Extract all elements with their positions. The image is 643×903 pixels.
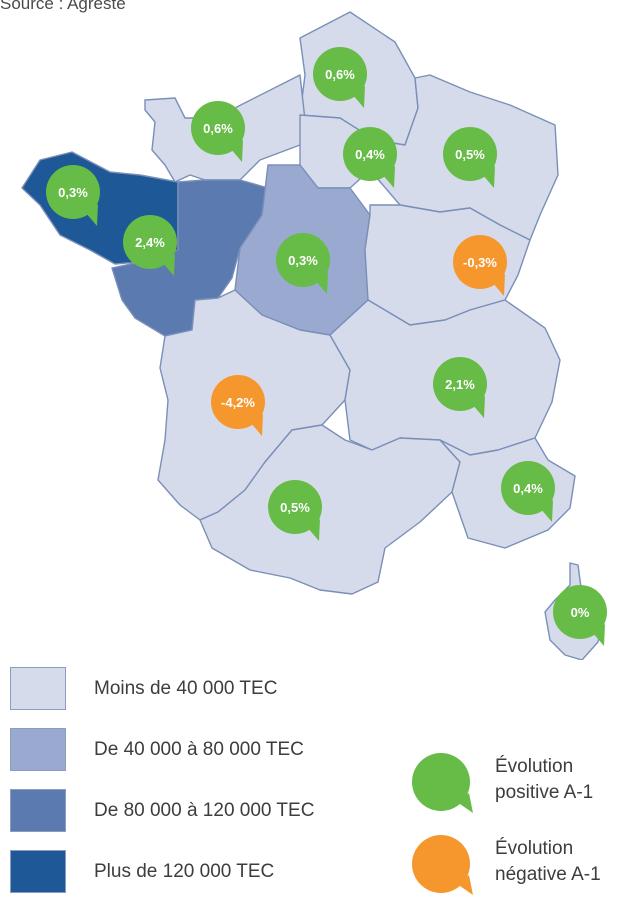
evolution-label-ile-de-france: 0,4% (355, 147, 385, 162)
evolution-label-occitanie: 0,5% (280, 500, 310, 515)
legend-positive-line2: positive A-1 (495, 782, 594, 803)
evolution-bubble-nouvelle-aquitaine: -4,2% (211, 375, 265, 436)
legend-item-tier4: Plus de 120 000 TEC (10, 850, 274, 893)
evolution-label-provence-alpes-cote-d-azur: 0,4% (513, 481, 543, 496)
evolution-bubble-centre-val-de-loire: 0,3% (276, 233, 330, 294)
evolution-label-bretagne: 0,3% (58, 185, 88, 200)
legend-label-tier3: De 80 000 à 120 000 TEC (94, 799, 315, 821)
legend-label-tier4: Plus de 120 000 TEC (94, 860, 275, 882)
legend-positive-text: Évolution positive A-1 (495, 754, 593, 806)
evolution-label-nouvelle-aquitaine: -4,2% (221, 395, 255, 410)
legend-positive-line1: Évolution (495, 756, 574, 777)
legend-item-tier2: De 40 000 à 80 000 TEC (10, 728, 304, 771)
speech-bubble-green-icon (412, 753, 473, 813)
evolution-label-corse: 0% (571, 605, 590, 620)
legend-swatch-tier1 (10, 667, 66, 710)
evolution-bubble-auvergne-rhone-alpes: 2,1% (433, 357, 487, 418)
legend-swatch-tier2 (10, 728, 66, 771)
evolution-bubble-bourgogne-franche-comte: -0,3% (453, 235, 507, 296)
legend-negative-text: Évolution négative A-1 (495, 836, 601, 888)
france-regions-map: 0,3% 0,6% 0,6% 0,4% 0,5% 2,4% 0,3% -0,3% -4,2% 2,… (21, 11, 607, 660)
legend-positive: Évolution positive A-1 (403, 752, 593, 821)
evolution-label-grand-est: 0,5% (455, 147, 485, 162)
evolution-bubble-grand-est: 0,5% (443, 127, 497, 188)
evolution-label-hauts-de-france: 0,6% (325, 67, 355, 82)
evolution-label-auvergne-rhone-alpes: 2,1% (445, 377, 475, 392)
evolution-label-centre-val-de-loire: 0,3% (288, 253, 318, 268)
evolution-bubble-hauts-de-france: 0,6% (313, 47, 367, 108)
evolution-bubble-provence-alpes-cote-d-azur: 0,4% (501, 461, 555, 522)
legend-negative: Évolution négative A-1 (403, 834, 601, 903)
evolution-bubble-occitanie: 0,5% (268, 480, 322, 541)
legend-item-tier1: Moins de 40 000 TEC (10, 667, 277, 710)
legend-negative-line2: négative A-1 (495, 864, 601, 885)
evolution-bubble-bretagne: 0,3% (46, 165, 100, 226)
evolution-bubble-normandie: 0,6% (191, 101, 245, 162)
legend-label-tier1: Moins de 40 000 TEC (94, 677, 278, 699)
legend-label-tier2: De 40 000 à 80 000 TEC (94, 738, 304, 760)
evolution-label-normandie: 0,6% (203, 121, 233, 136)
legend-item-tier3: De 80 000 à 120 000 TEC (10, 789, 314, 832)
evolution-bubble-ile-de-france: 0,4% (343, 127, 397, 188)
evolution-label-pays-de-la-loire: 2,4% (135, 235, 165, 250)
legend-swatch-tier3 (10, 789, 66, 832)
evolution-label-bourgogne-franche-comte: -0,3% (463, 255, 497, 270)
speech-bubble-orange-icon (412, 835, 473, 895)
evolution-bubble-pays-de-la-loire: 2,4% (123, 215, 177, 276)
source-note: Source : Agreste (0, 0, 126, 13)
legend-swatch-tier4 (10, 850, 66, 893)
legend-negative-line1: Évolution (495, 838, 574, 859)
evolution-bubble-corse: 0% (553, 585, 607, 646)
